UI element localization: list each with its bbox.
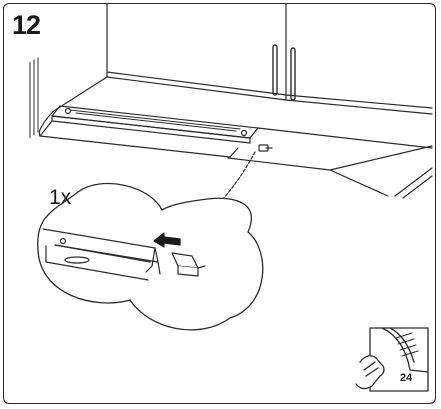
detail-clip [171, 252, 206, 277]
page-turn-icon [355, 327, 429, 392]
lower-surface [227, 127, 433, 199]
detail-callout [37, 182, 264, 331]
quantity-label: 1x [49, 186, 72, 209]
page-reference[interactable]: 24 [400, 372, 413, 384]
illustration-frame [3, 3, 436, 404]
detail-leader [221, 151, 256, 201]
wall-hatching [29, 57, 39, 139]
door-handles [272, 44, 296, 101]
arrow-left-icon [153, 232, 181, 248]
clip-small [258, 144, 273, 152]
wall-cabinet [38, 3, 433, 137]
detail-rail-profile [42, 228, 161, 281]
step-number: 12 [12, 10, 41, 40]
light-rail [39, 105, 259, 158]
